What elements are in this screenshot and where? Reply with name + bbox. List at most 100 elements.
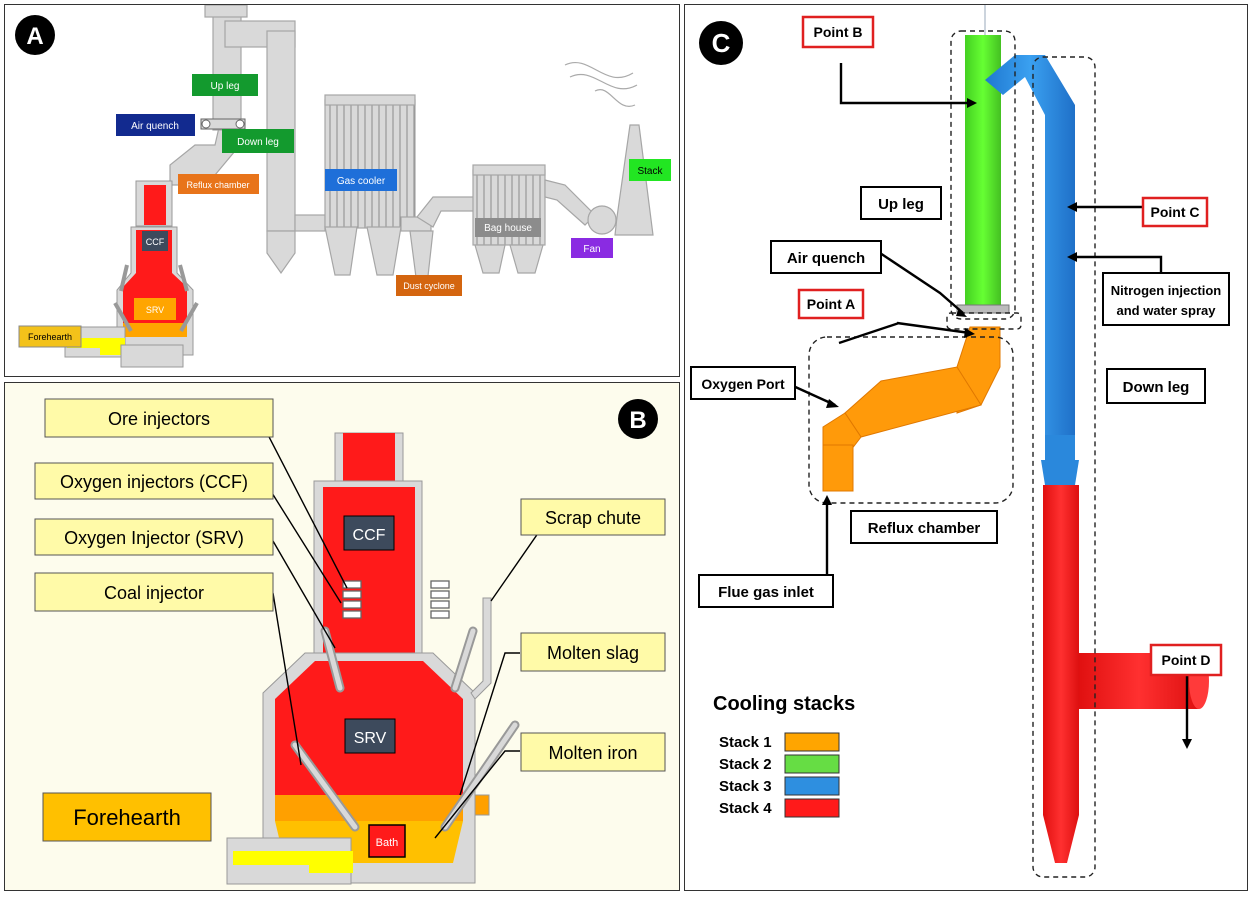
label-oxygen-injector-srv: Oxygen Injector (SRV) xyxy=(34,518,274,556)
label-forehearth: Forehearth xyxy=(18,325,82,348)
legend-item: Stack 2 xyxy=(719,754,840,774)
svg-text:Forehearth: Forehearth xyxy=(73,805,181,830)
label-point-a: Point A xyxy=(797,288,865,320)
process-overview-diagram: Up leg Air quench Down leg Reflux chambe… xyxy=(15,4,671,368)
label-reflux-chamber-c: Reflux chamber xyxy=(850,510,998,544)
label-oxygen-port: Oxygen Port xyxy=(690,366,796,400)
svg-text:Reflux chamber: Reflux chamber xyxy=(868,520,981,537)
svg-text:Up leg: Up leg xyxy=(211,81,240,92)
panel-a: Up leg Air quench Down leg Reflux chambe… xyxy=(4,4,680,377)
label-scrap-chute: Scrap chute xyxy=(520,498,666,536)
svg-text:Coal injector: Coal injector xyxy=(104,583,204,603)
svg-text:Oxygen Injector (SRV): Oxygen Injector (SRV) xyxy=(64,528,244,548)
bath-box: Bath xyxy=(368,824,406,858)
label-srv: SRV xyxy=(134,298,176,320)
down-leg-lower xyxy=(1043,485,1209,863)
furnace-small xyxy=(64,180,199,368)
label-ore-injectors: Ore injectors xyxy=(44,398,274,438)
label-reflux-chamber: Reflux chamber xyxy=(178,174,259,194)
svg-text:Flue gas inlet: Flue gas inlet xyxy=(718,584,814,601)
svg-text:Down leg: Down leg xyxy=(1123,379,1190,396)
label-nitrogen-injection: Nitrogen injection and water spray xyxy=(1102,272,1230,326)
srv-box: SRV xyxy=(344,718,396,754)
label-point-c: Point C xyxy=(1141,196,1209,228)
smelter-diagram: CCF SRV Bath Ore injectors Oxygen inject… xyxy=(34,398,666,885)
label-ccf: CCF xyxy=(142,231,168,251)
label-molten-iron: Molten iron xyxy=(520,732,666,772)
label-stack: Stack xyxy=(629,159,671,181)
svg-text:Point D: Point D xyxy=(1162,652,1211,668)
svg-text:Scrap chute: Scrap chute xyxy=(545,508,641,528)
label-point-d: Point D xyxy=(1149,643,1223,677)
svg-text:Molten iron: Molten iron xyxy=(548,743,637,763)
svg-text:Oxygen Port: Oxygen Port xyxy=(701,376,785,392)
svg-text:Bath: Bath xyxy=(376,837,399,849)
label-forehearth-b: Forehearth xyxy=(42,792,212,842)
panel-b: CCF SRV Bath Ore injectors Oxygen inject… xyxy=(4,382,680,891)
up-leg-geometry xyxy=(956,5,1010,314)
svg-text:Point B: Point B xyxy=(814,24,863,40)
down-leg-upper xyxy=(985,55,1079,485)
svg-text:SRV: SRV xyxy=(146,305,164,315)
label-oxygen-injectors-ccf: Oxygen injectors (CCF) xyxy=(34,462,274,500)
label-bag-house: Bag house xyxy=(475,218,541,237)
label-air-quench: Air quench xyxy=(116,114,195,136)
label-down-leg: Down leg xyxy=(222,129,294,153)
ductwork xyxy=(149,4,654,286)
svg-text:SRV: SRV xyxy=(354,730,387,747)
svg-text:Up leg: Up leg xyxy=(878,196,924,213)
panel-c: Point B Point C Point A Point D Up leg A… xyxy=(684,4,1248,891)
legend-swatch-stack-4 xyxy=(784,798,840,818)
legend-item: Stack 3 xyxy=(719,776,840,796)
svg-text:Stack 2: Stack 2 xyxy=(719,756,772,773)
label-up-leg-c: Up leg xyxy=(860,186,942,220)
svg-text:C: C xyxy=(712,28,731,58)
legend-swatch-stack-1 xyxy=(784,732,840,752)
panel-letter-c: C xyxy=(699,21,743,65)
smoke-lines xyxy=(564,62,638,107)
svg-text:Point A: Point A xyxy=(807,296,855,312)
reflux-chamber-geometry xyxy=(822,326,1001,492)
label-coal-injector: Coal injector xyxy=(34,572,274,612)
svg-text:Stack 3: Stack 3 xyxy=(719,778,772,795)
leader-arrows-c xyxy=(790,63,1189,745)
label-dust-cyclone: Dust cyclone xyxy=(396,275,462,296)
legend-item: Stack 1 xyxy=(719,732,840,752)
label-down-leg-c: Down leg xyxy=(1106,368,1206,404)
svg-text:Forehearth: Forehearth xyxy=(28,332,72,342)
svg-text:Oxygen injectors (CCF): Oxygen injectors (CCF) xyxy=(60,472,248,492)
air-quench-device xyxy=(200,118,246,130)
label-point-b: Point B xyxy=(801,15,875,49)
svg-text:Ore injectors: Ore injectors xyxy=(108,409,210,429)
ccf-box: CCF xyxy=(343,515,395,551)
legend-item: Stack 4 xyxy=(719,798,840,818)
label-air-quench-c: Air quench xyxy=(770,240,882,274)
cooling-stacks-legend: Cooling stacks Stack 1 Stack 2 Stack 3 S… xyxy=(713,693,855,818)
dashed-regions xyxy=(808,30,1096,878)
legend-swatch-stack-2 xyxy=(784,754,840,774)
svg-text:Fan: Fan xyxy=(583,244,600,255)
legend-title: Cooling stacks xyxy=(713,693,855,715)
svg-text:Point C: Point C xyxy=(1151,204,1200,220)
svg-text:Gas cooler: Gas cooler xyxy=(337,176,386,187)
svg-text:Nitrogen injection: Nitrogen injection xyxy=(1111,283,1222,298)
svg-text:Stack 4: Stack 4 xyxy=(719,800,772,817)
label-flue-gas-inlet: Flue gas inlet xyxy=(698,574,834,608)
svg-text:Stack 1: Stack 1 xyxy=(719,734,772,751)
label-up-leg: Up leg xyxy=(192,74,258,96)
svg-text:Air quench: Air quench xyxy=(787,250,865,267)
label-gas-cooler: Gas cooler xyxy=(325,169,397,191)
label-fan: Fan xyxy=(571,238,613,258)
svg-text:B: B xyxy=(629,407,646,434)
label-molten-slag: Molten slag xyxy=(520,632,666,672)
svg-text:Dust cyclone: Dust cyclone xyxy=(403,281,455,291)
svg-text:and water spray: and water spray xyxy=(1117,303,1217,318)
panel-letter-b: B xyxy=(618,399,658,439)
svg-text:A: A xyxy=(26,23,43,50)
smelter-furnace xyxy=(226,432,520,885)
svg-text:Down leg: Down leg xyxy=(237,137,279,148)
svg-text:CCF: CCF xyxy=(353,527,386,544)
svg-text:Bag house: Bag house xyxy=(484,223,532,234)
legend-swatch-stack-3 xyxy=(784,776,840,796)
svg-text:Molten slag: Molten slag xyxy=(547,643,639,663)
